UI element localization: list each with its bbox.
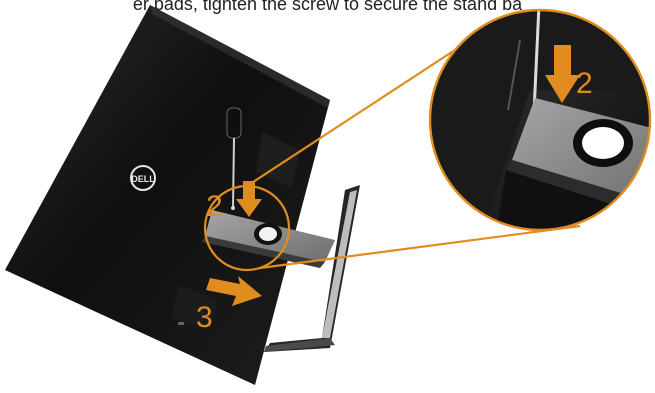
step-2-label: 2 bbox=[206, 190, 223, 223]
monitor-back-panel bbox=[5, 5, 330, 385]
step-3-label: 3 bbox=[196, 301, 213, 334]
zoom-detail: 2 bbox=[425, 5, 655, 240]
logo-text: DELL bbox=[131, 174, 155, 184]
zoom-step-2-label: 2 bbox=[576, 67, 593, 100]
